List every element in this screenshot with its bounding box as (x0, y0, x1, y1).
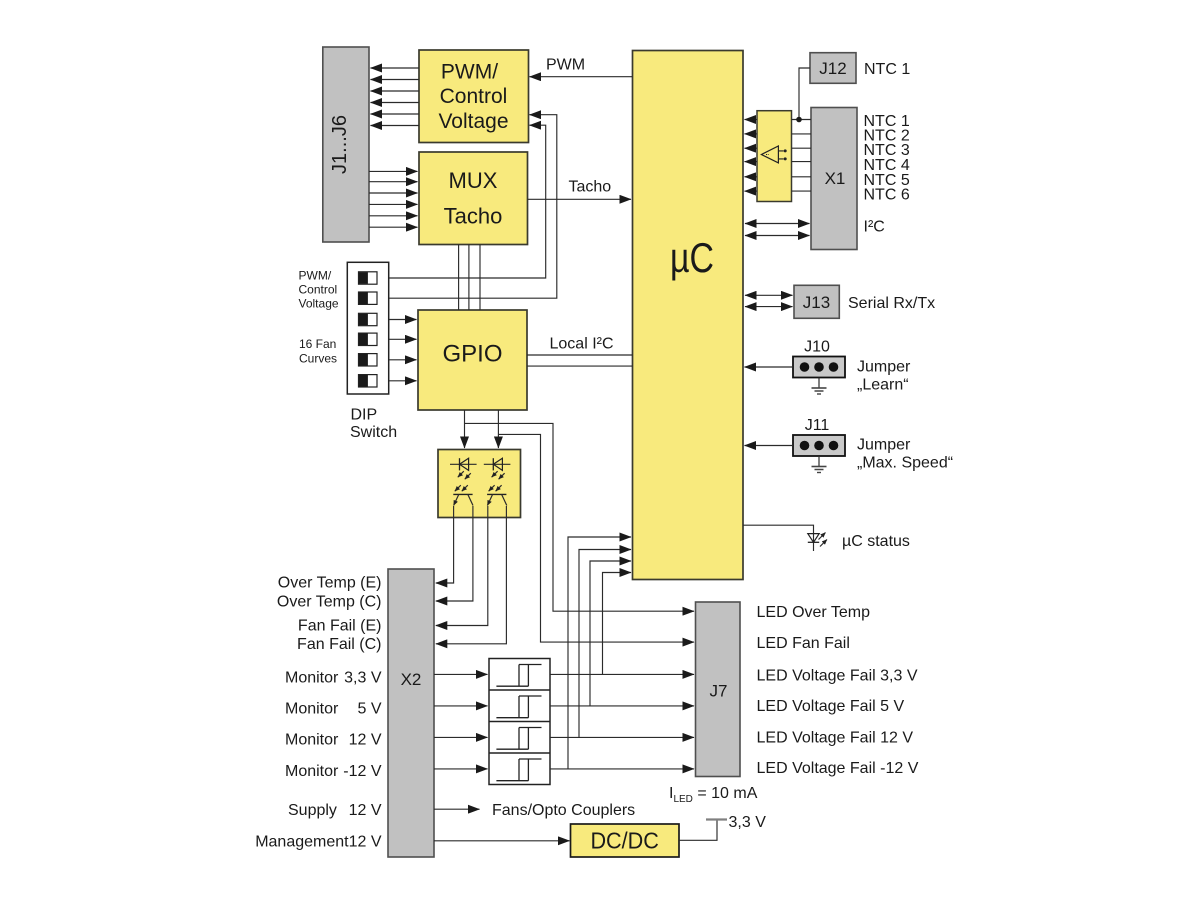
svg-text:Control: Control (440, 85, 508, 108)
svg-text:NTC 5: NTC 5 (864, 172, 910, 189)
svg-text:Monitor: Monitor (285, 732, 339, 749)
svg-text:Monitor: Monitor (285, 670, 339, 687)
svg-text:LED Over Temp: LED Over Temp (757, 604, 871, 621)
svg-text:Monitor: Monitor (285, 700, 339, 717)
svg-text:PWM: PWM (546, 57, 585, 74)
svg-text:µC: µC (670, 234, 714, 281)
svg-text:Voltage: Voltage (299, 297, 339, 311)
svg-text:Voltage: Voltage (438, 110, 508, 133)
svg-text:LED Voltage Fail -12 V: LED Voltage Fail -12 V (757, 760, 919, 777)
svg-text:Over Temp (E): Over Temp (E) (278, 575, 382, 592)
svg-text:Jumper: Jumper (857, 359, 911, 376)
svg-text:J12: J12 (819, 59, 846, 78)
svg-text:NTC 1: NTC 1 (864, 113, 910, 130)
svg-text:Jumper: Jumper (857, 437, 911, 454)
svg-text:5 V: 5 V (357, 700, 381, 717)
svg-text:NTC 4: NTC 4 (864, 157, 910, 174)
svg-text:NTC 2: NTC 2 (864, 128, 910, 145)
svg-text:Tacho: Tacho (444, 204, 503, 229)
svg-text:Monitor: Monitor (285, 763, 339, 780)
svg-text:16 Fan: 16 Fan (299, 337, 336, 351)
svg-text:Local I²C: Local I²C (550, 336, 614, 353)
svg-text:Fans/Opto Couplers: Fans/Opto Couplers (492, 802, 635, 819)
svg-text:Curves: Curves (299, 352, 337, 366)
svg-text:-12 V: -12 V (343, 763, 382, 780)
svg-text:Fan Fail (E): Fan Fail (E) (298, 618, 382, 635)
svg-text:µC status: µC status (842, 533, 910, 550)
svg-text:LED Fan Fail: LED Fan Fail (757, 635, 850, 652)
svg-text:3,3 V: 3,3 V (729, 814, 767, 831)
svg-text:MUX: MUX (449, 168, 498, 193)
svg-text:3,3 V: 3,3 V (344, 670, 382, 687)
svg-text:J10: J10 (804, 339, 830, 356)
svg-text:12 V: 12 V (349, 802, 382, 819)
svg-text:Fan Fail (C): Fan Fail (C) (297, 636, 381, 653)
svg-text:LED Voltage Fail 5 V: LED Voltage Fail 5 V (757, 698, 905, 715)
svg-text:I²C: I²C (864, 219, 885, 236)
svg-text:Supply: Supply (288, 802, 337, 819)
svg-text:J7: J7 (710, 682, 728, 701)
svg-text:NTC 6: NTC 6 (864, 187, 910, 204)
svg-text:DC/DC: DC/DC (590, 828, 659, 854)
svg-text:LED Voltage Fail 3,3 V: LED Voltage Fail 3,3 V (757, 667, 918, 684)
svg-text:PWM/: PWM/ (441, 61, 498, 84)
svg-text:X1: X1 (825, 169, 846, 188)
svg-text:Serial Rx/Tx: Serial Rx/Tx (848, 295, 935, 312)
svg-text:NTC 3: NTC 3 (864, 142, 910, 159)
svg-text:LED Voltage Fail 12 V: LED Voltage Fail 12 V (757, 730, 914, 747)
svg-text:J1...J6: J1...J6 (329, 115, 351, 174)
svg-text:Tacho: Tacho (569, 179, 612, 196)
svg-text:Over Temp (C): Over Temp (C) (277, 594, 382, 611)
svg-text:X2: X2 (401, 670, 422, 689)
svg-text:J11: J11 (805, 417, 830, 434)
svg-text:„Max. Speed“: „Max. Speed“ (857, 455, 953, 472)
svg-text:DIP: DIP (351, 407, 378, 424)
svg-text:NTC 1: NTC 1 (864, 61, 910, 78)
svg-text:Control: Control (299, 283, 338, 297)
svg-text:GPIO: GPIO (442, 341, 502, 368)
svg-text:12 V: 12 V (349, 732, 382, 749)
svg-text:Management12 V: Management12 V (255, 834, 382, 851)
svg-text:J13: J13 (803, 293, 830, 312)
svg-text:Switch: Switch (350, 424, 397, 441)
svg-text:„Learn“: „Learn“ (857, 377, 909, 394)
svg-text:PWM/: PWM/ (299, 269, 332, 283)
